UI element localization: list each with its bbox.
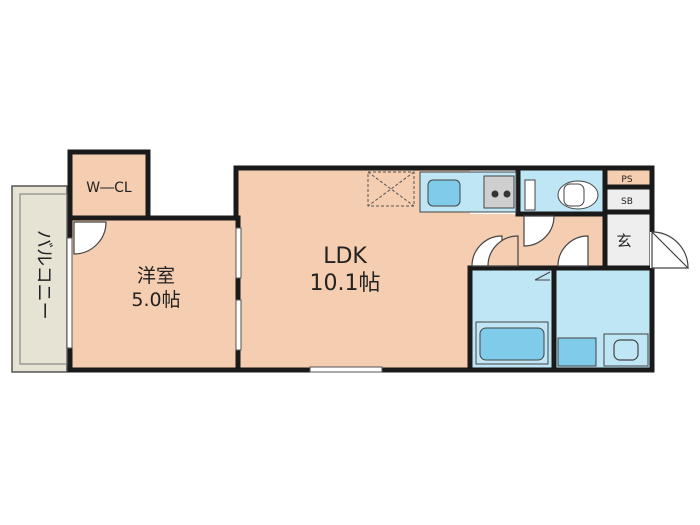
entrance-floor: [605, 214, 650, 268]
balcony-label: バルコニー: [33, 230, 54, 320]
door-western: [73, 221, 107, 255]
ldk-size: 10.1帖: [310, 271, 381, 296]
toilet-tank: [524, 179, 536, 211]
burner-icon: [503, 190, 511, 198]
wcl-label: W―CL: [86, 180, 132, 196]
western-room-floor: [72, 220, 238, 370]
ldk-name: LDK: [323, 244, 367, 269]
entrance-label: 玄: [616, 232, 631, 250]
washing-machine-icon: [613, 339, 639, 361]
washroom-fixtures: [534, 271, 649, 367]
door-toilet: [523, 215, 555, 247]
kitchen: [367, 171, 517, 213]
bathtub: [475, 321, 549, 365]
door-hall-ldk: [487, 235, 519, 267]
doors: [73, 215, 690, 269]
burner-icon: [491, 190, 499, 198]
sb-box: [605, 188, 650, 212]
door-washroom: [557, 235, 589, 267]
door-entrance: [651, 230, 690, 269]
western-room-size: 5.0帖: [131, 289, 180, 311]
bathtub-icon: [479, 327, 545, 361]
refrigerator-space: [367, 171, 415, 207]
balcony: バルコニー: [11, 185, 68, 373]
walls: [67, 149, 655, 373]
sink: [427, 179, 461, 207]
ps-label: PS: [621, 175, 632, 185]
western-room-name: 洋室: [137, 265, 175, 287]
toilet: [524, 179, 599, 211]
ps-box: [605, 170, 650, 186]
sb-label: SB: [621, 197, 633, 207]
washbasin-icon: [557, 337, 597, 367]
walk-in-closet: [72, 154, 146, 218]
